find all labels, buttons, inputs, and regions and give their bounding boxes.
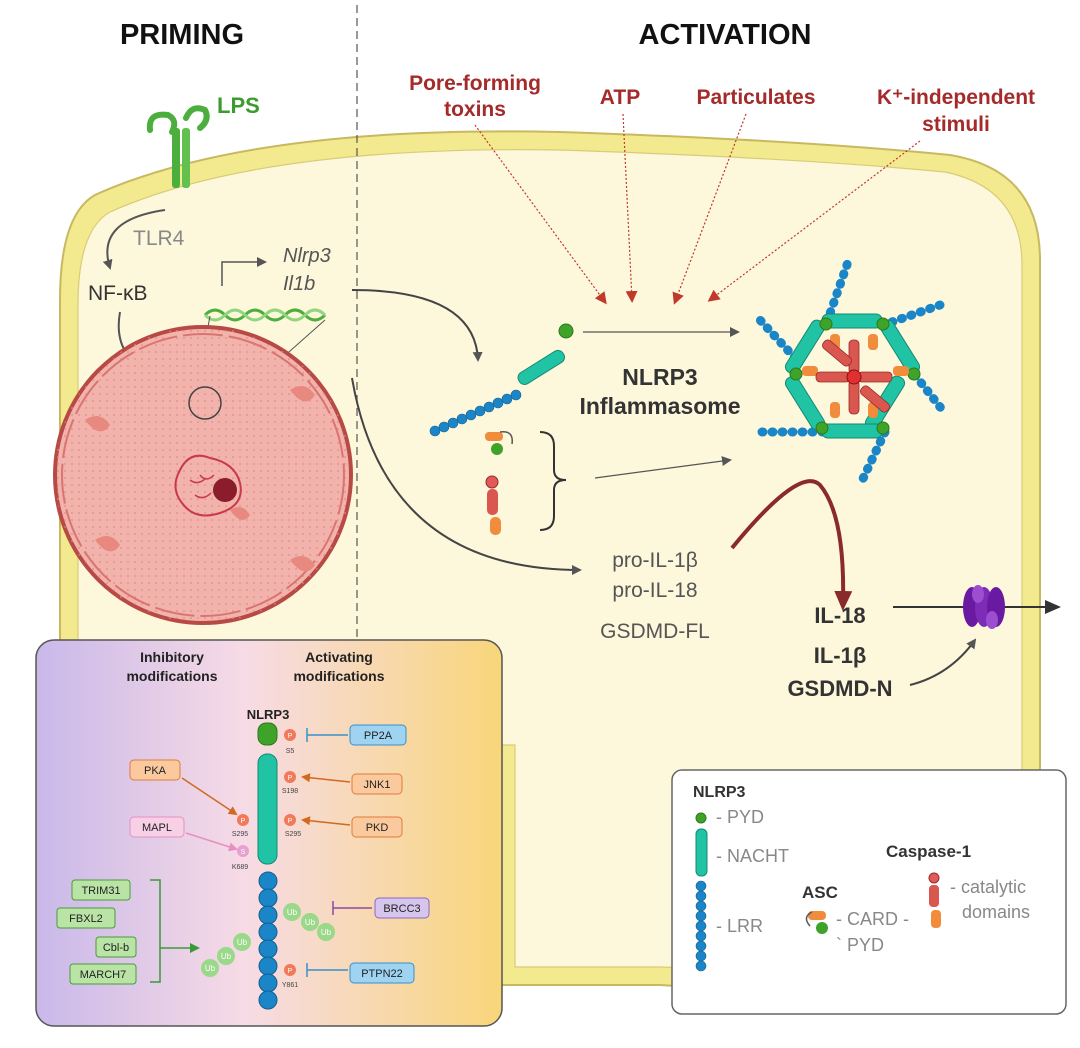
phospho-s5: P xyxy=(288,733,293,740)
ub-right-3: Ub xyxy=(321,928,332,937)
legend-asc-pyd: ` PYD xyxy=(836,935,884,955)
enzyme-jnk1: JNK1 xyxy=(364,779,391,791)
inset-lrr-domain xyxy=(258,871,278,1010)
gsdmd-n-label: GSDMD-N xyxy=(787,676,892,701)
enzyme-trim31: TRIM31 xyxy=(81,885,120,897)
enzyme-brcc3: BRCC3 xyxy=(383,903,420,915)
dna-helix-icon xyxy=(203,308,327,322)
enzyme-cblb: Cbl-b xyxy=(103,942,129,954)
inset-pyd-domain xyxy=(257,722,278,746)
domain-legend: NLRP3 - PYD - NACHT - LRR ASC - CARD - `… xyxy=(671,769,1067,1015)
activation-header: ACTIVATION xyxy=(639,19,812,51)
site-s295-left: S295 xyxy=(232,831,248,838)
legend-asc-title: ASC xyxy=(802,883,838,902)
phospho-s295-right: P xyxy=(288,818,293,825)
legend-catalytic: - catalytic xyxy=(950,877,1026,897)
caspase1-monomer-icon xyxy=(485,475,501,535)
enzyme-fbxl2: FBXL2 xyxy=(69,913,103,925)
ub-left-1: Ub xyxy=(237,938,248,947)
stimulus-arrows xyxy=(474,113,921,305)
phospho-s295-left: P xyxy=(241,818,246,825)
asc-monomer-icon xyxy=(485,431,513,455)
gsdmd-to-pore-arrow xyxy=(909,638,977,686)
priming-to-cytokines-arrow xyxy=(351,377,582,575)
legend-card: - CARD - xyxy=(836,909,909,929)
site-s295-right: S295 xyxy=(285,831,301,838)
stimulus-atp: ATP xyxy=(600,86,640,109)
priming-to-nlrp3-arrow xyxy=(351,289,483,362)
ptm-inset: Inhibitory modifications Activating modi… xyxy=(35,639,503,1027)
stimulus-k-independent: K⁺-independent xyxy=(877,86,1035,109)
nucleolus-icon xyxy=(174,454,242,517)
enzyme-pka: PKA xyxy=(144,765,167,777)
il18-label: IL-18 xyxy=(814,603,865,628)
site-k689: K689 xyxy=(232,864,248,871)
legend-nlrp3-title: NLRP3 xyxy=(693,784,746,801)
activating-header-2: modifications xyxy=(293,668,384,684)
legend-nacht: - NACHT xyxy=(716,846,789,866)
enzyme-pp2a: PP2A xyxy=(364,730,393,742)
stimulus-particulates: Particulates xyxy=(696,86,815,109)
stimulus-toxins: toxins xyxy=(444,98,506,121)
inflammasome-title-2: Inflammasome xyxy=(579,393,740,419)
enzyme-pkd: PKD xyxy=(366,822,389,834)
inset-nlrp3-label: NLRP3 xyxy=(247,707,290,722)
nucleus xyxy=(53,325,353,625)
legend-lrr: - LRR xyxy=(716,916,763,936)
enzyme-march7: MARCH7 xyxy=(80,969,126,981)
activating-header-1: Activating xyxy=(305,649,373,665)
legend-caspase-title: Caspase-1 xyxy=(886,842,971,861)
site-s198: S198 xyxy=(282,788,298,795)
phospho-y861: P xyxy=(288,968,293,975)
priming-header: PRIMING xyxy=(120,19,244,51)
legend-domains: domains xyxy=(962,902,1030,922)
cleavage-arrow xyxy=(730,479,853,611)
site-s5: S5 xyxy=(286,748,295,755)
stimulus-stimuli: stimuli xyxy=(922,113,990,136)
ub-left-2: Ub xyxy=(221,952,232,961)
ub-right-2: Ub xyxy=(305,918,316,927)
stimulus-pore-forming: Pore-forming xyxy=(409,72,541,95)
phospho-s198: P xyxy=(288,775,293,782)
lps-label: LPS xyxy=(217,93,260,118)
enzyme-mapl: MAPL xyxy=(142,822,172,834)
inflammasome-complex-icon xyxy=(755,257,949,490)
site-y861: Y861 xyxy=(282,982,298,989)
il1b-gene-label: Il1b xyxy=(283,273,315,295)
monomer-bracket xyxy=(539,431,567,531)
inset-nacht-domain xyxy=(257,753,278,865)
inflammasome-title-1: NLRP3 xyxy=(622,364,697,390)
enzyme-ptpn22: PTPN22 xyxy=(361,968,403,980)
nlrp3-monomer-icon xyxy=(429,323,574,437)
transcription-arrow xyxy=(221,257,267,286)
pro-il1b-label: pro-IL-1β xyxy=(612,549,698,572)
inhibitory-header-2: modifications xyxy=(126,668,217,684)
nlrp3-gene-label: Nlrp3 xyxy=(283,245,331,267)
lps-tlr4-receptor-icon xyxy=(146,105,210,188)
nfkb-label: NF-κB xyxy=(88,282,148,305)
legend-pyd: - PYD xyxy=(716,807,764,827)
assembly-arrow-bottom xyxy=(594,456,732,479)
gsdmd-fl-label: GSDMD-FL xyxy=(600,620,710,643)
ub-right-1: Ub xyxy=(287,908,298,917)
il1b-label: IL-1β xyxy=(814,643,867,668)
tlr4-to-nfkb-arrow xyxy=(102,209,166,270)
gsdmd-pore-icon xyxy=(963,585,1005,629)
tlr4-label: TLR4 xyxy=(133,227,185,250)
ub-left-3: Ub xyxy=(205,964,216,973)
sumo-k689: S xyxy=(241,849,246,856)
pro-il18-label: pro-IL-18 xyxy=(612,579,697,602)
inhibitory-header-1: Inhibitory xyxy=(140,649,204,665)
